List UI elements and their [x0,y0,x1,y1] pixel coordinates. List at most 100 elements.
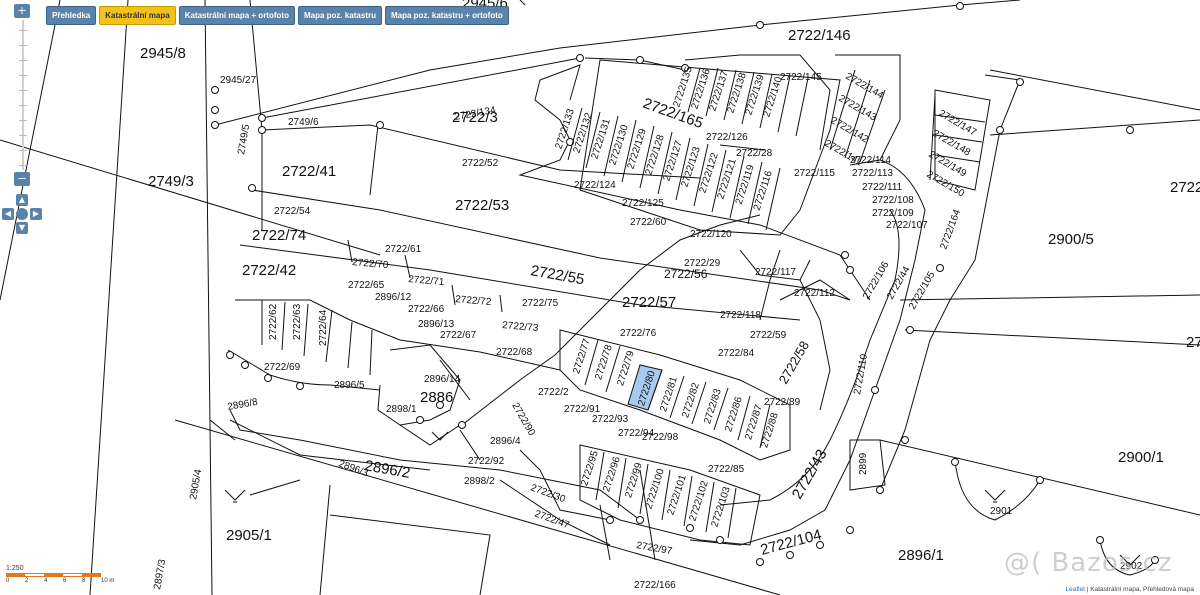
parcel-label: 2896/1 [898,547,944,564]
zoom-out-button[interactable]: − [14,172,30,186]
parcel-label: 2722/64 [318,309,329,346]
attribution-text: | Katastrální mapa, Přehledová mapa [1085,586,1194,593]
parcel-label: 2722/29 [684,258,721,269]
parcel-label: 2722/105 [907,269,938,311]
pan-down-icon[interactable]: ▼ [16,222,28,234]
parcel-label: 2722/55 [529,262,585,288]
pan-right-icon[interactable]: ▶ [30,208,42,220]
parcel-label: 2722/126 [706,132,748,143]
strip-dividers [261,67,986,539]
scale-bar: 1:250 0 2 4 6 8 10 m [6,565,120,584]
parcel-label: 2722/141 [823,138,865,169]
parcel-label: 2722/92 [468,456,505,467]
sheds-and-symbols [224,431,1141,566]
parcel-label: 2898/1 [386,404,417,415]
layer-button-mapa-poz-katastru-ortofoto[interactable]: Mapa poz. katastru + ortofoto [384,6,509,25]
parcel-label: 2905/1 [226,527,272,544]
strip-parcel-label: 2722/81 [658,375,680,413]
parcel-label: 2722/73 [502,320,539,334]
parcel-label: 2722/3 [452,109,498,126]
parcel-label: 2722/75 [522,298,559,309]
leaflet-link[interactable]: Leaflet [1065,586,1085,593]
layer-button-mapa-poz-katastru[interactable]: Mapa poz. katastru [297,6,382,25]
strip-parcel-label: 2722/88 [759,411,781,449]
parcel-label: 2722/109 [872,208,914,219]
watermark: @( Bazos.cz [1004,548,1173,578]
parcel-label: 2722/68 [496,347,533,358]
attribution: Leaflet | Katastrální mapa, Přehledová m… [1063,586,1196,593]
parcel-label: 2722/76 [620,328,657,339]
parcel-label: 2722/72 [455,294,492,308]
scale-tick: 2 [25,578,29,584]
scale-tick: 8 [82,578,86,584]
zoom-slider-track[interactable] [19,20,27,170]
strip-parcel-label: 2722/83 [702,387,724,425]
parcel-label: 2722/118 [720,310,761,321]
parcel-label: 2722/166 [634,580,676,591]
scale-tick: 10 m [101,578,115,584]
parcel-label: 2722/58 [776,338,812,386]
layer-button-katastralni-mapa-ortofoto[interactable]: Katastrální mapa + ortofoto [178,6,295,25]
zoom-in-button[interactable]: + [14,4,30,18]
parcel-label: 2722/60 [630,217,667,228]
parcel-label: 2722/52 [462,158,499,169]
parcel-label: 2945/27 [220,75,257,86]
layer-button-katastralni-mapa[interactable]: Katastrální mapa [99,6,176,25]
parcel-label: 2722/114 [850,155,891,166]
scale-tick: 4 [44,578,48,584]
pan-center-icon[interactable] [16,208,28,220]
pan-control: ▲ ◀ ▶ ▼ [2,194,44,236]
parcel-label: 2722/146 [788,27,851,44]
parcel-label: 2722/90 [509,401,537,438]
parcel-label: 2722/71 [408,274,445,288]
parcel-label: 2722/117 [755,267,796,278]
parcel-label: 2722/57 [622,294,676,311]
parcel-label: 2896/14 [424,374,461,385]
parcel-label: 2722/164 [938,208,963,251]
scale-tick: 0 [6,578,10,584]
strip-parcel-label: 2722/96 [601,455,623,493]
parcel-label: 2722/107 [886,220,928,231]
strip-parcel-label: 2722/95 [579,449,601,487]
zoom-control: + − [14,4,32,186]
parcel-label: 2722/2 [538,387,569,398]
parcel-label: 2722/56 [664,267,708,281]
parcel-label: 2722/28 [736,148,773,159]
parcel-label: 2722/53 [455,197,509,214]
parcel-label: 2896/4 [490,436,521,447]
parcel-label: 2896/5 [334,380,365,391]
layer-button-prehledka[interactable]: Přehledka [46,6,97,25]
parcel-label: 2722/47 [533,508,571,531]
parcel-label: 2722/59 [750,330,787,341]
parcel-label: 2722/42 [242,262,296,279]
layer-switcher: Přehledka Katastrální mapa Katastrální m… [46,6,509,25]
strip-parcel-label: 2722/102 [687,479,710,522]
scale-ratio: 1:250 [6,565,24,572]
parcel-label: 2722/41 [282,163,336,180]
vertex-markers [211,2,1159,566]
parcel-label: 2722/70 [352,257,389,271]
parcel-label: 2900/1 [1118,449,1164,466]
parcel-label: 2900/5 [1048,231,1094,248]
parcel-label: 2722/61 [385,244,422,255]
parcel-label: 2722/115 [794,168,835,179]
parcel-label: 2905/4 [188,468,204,500]
pan-left-icon[interactable]: ◀ [2,208,14,220]
parcel-labels: 2945/62722/1462945/82945/272749/62749/52… [140,0,1200,591]
parcel-label: 2722/67 [440,330,477,341]
parcel-label: 2722/113 [852,168,893,179]
parcel-label: 2902 [1120,561,1143,572]
parcel-label: 2722/44 [885,264,913,301]
parcel-label: 2722/84 [718,348,755,359]
parcel-label: 2898/2 [464,476,495,487]
strip-parcel-label: 2722/82 [680,381,702,419]
parcel-label: 2722/85 [708,464,745,475]
parcel-label: 2749/3 [148,173,194,190]
pan-up-icon[interactable]: ▲ [16,194,28,206]
parcel-label: 2896/12 [375,292,412,303]
parcel-label: 2722/69 [264,362,301,373]
parcel-label: 2722/ [1186,334,1200,351]
parcel-label: 2722/63 [292,303,303,340]
parcel-label: 2749/6 [288,117,319,128]
